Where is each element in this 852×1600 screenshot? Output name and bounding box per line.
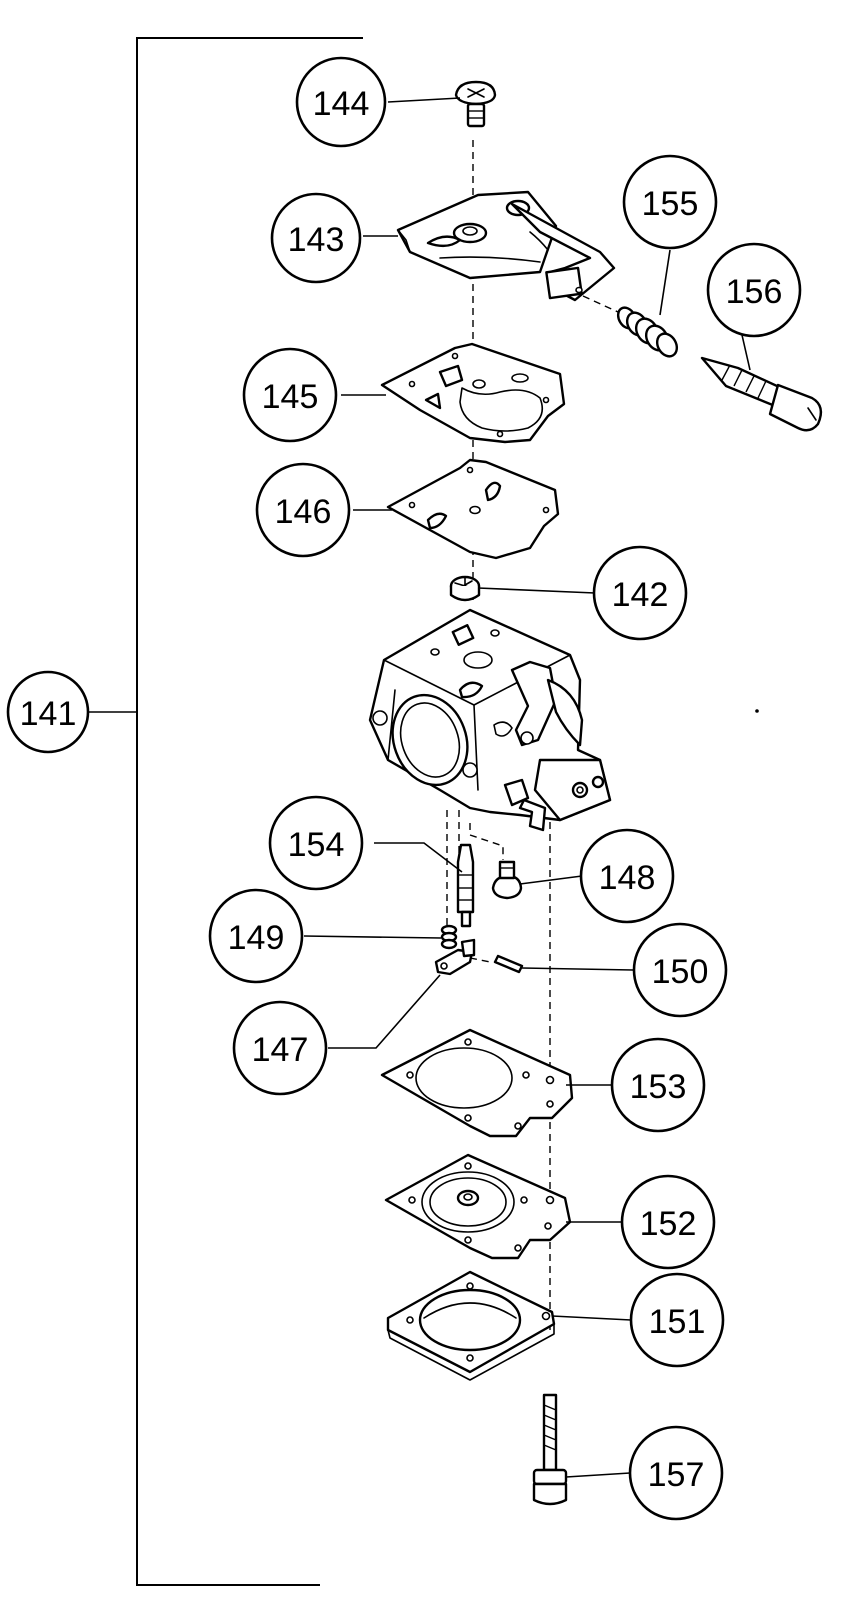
callout-146: 146 (255, 462, 351, 558)
callout-144: 144 (295, 56, 387, 148)
part-155-spring (616, 306, 679, 358)
callout-145: 145 (242, 347, 338, 443)
part-147-lever (434, 938, 476, 976)
carburetor-body (368, 608, 612, 832)
callout-150: 150 (632, 922, 728, 1018)
callout-157: 157 (628, 1425, 724, 1521)
part-142-screen (449, 575, 481, 602)
callout-153-label: 153 (630, 1068, 687, 1106)
part-152-diaphragm (384, 1153, 572, 1260)
callout-149-label: 149 (228, 919, 285, 957)
part-154-needle (456, 843, 475, 928)
callout-151: 151 (629, 1272, 725, 1368)
callout-145-label: 145 (262, 378, 319, 416)
part-157-screw (532, 1393, 568, 1506)
part-145-plate (380, 342, 566, 444)
callout-153: 153 (610, 1037, 706, 1133)
callout-157-label: 157 (648, 1456, 705, 1494)
leader-lines (303, 97, 751, 1478)
part-153-gasket (380, 1028, 574, 1138)
callout-155: 155 (622, 154, 718, 250)
callout-152-label: 152 (640, 1205, 697, 1243)
callout-154-label: 154 (288, 826, 345, 864)
part-151-cover (386, 1270, 556, 1381)
part-143-cover (396, 190, 616, 302)
callout-143-label: 143 (288, 221, 345, 259)
part-149-spring (440, 924, 458, 950)
callout-146-label: 146 (275, 493, 332, 531)
callout-148: 148 (579, 828, 675, 924)
callout-151-label: 151 (649, 1303, 706, 1341)
callout-141: 141 (6, 670, 90, 754)
part-156-adjusting-screw (700, 356, 823, 432)
callout-156: 156 (706, 242, 802, 338)
callout-143: 143 (270, 192, 362, 284)
callout-148-label: 148 (599, 859, 656, 897)
callout-147-label: 147 (252, 1031, 309, 1069)
speck-dot (755, 709, 759, 713)
part-144-screw (454, 80, 497, 128)
part-146-gasket (386, 458, 560, 560)
callout-149: 149 (208, 888, 304, 984)
callout-144-label: 144 (313, 85, 370, 123)
assembly-bracket (88, 37, 363, 1586)
part-150-pin (493, 954, 524, 974)
callout-155-label: 155 (642, 185, 699, 223)
callout-141-label: 141 (20, 695, 77, 733)
callout-142: 142 (592, 545, 688, 641)
part-148-screw (491, 860, 523, 900)
callout-154: 154 (268, 795, 364, 891)
callout-142-label: 142 (612, 576, 669, 614)
callout-150-label: 150 (652, 953, 709, 991)
callout-152: 152 (620, 1174, 716, 1270)
callout-147: 147 (232, 1000, 328, 1096)
callout-156-label: 156 (726, 273, 783, 311)
